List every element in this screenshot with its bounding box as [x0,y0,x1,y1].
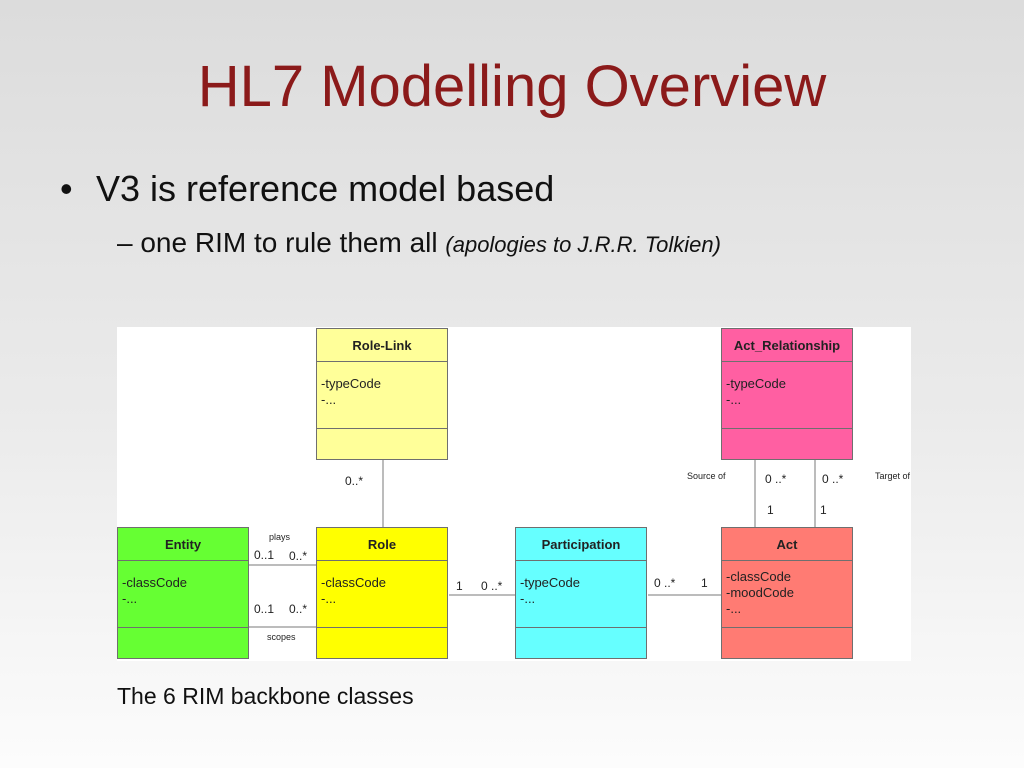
class-attribute: -... [321,392,337,407]
multiplicity-label: 1 [820,503,827,517]
class-name: Act [722,528,852,561]
bullet-sub-note: (apologies to J.R.R. Tolkien) [445,232,721,257]
class-name: Participation [516,528,646,561]
class-attribute: -classCode [726,569,792,584]
association-label-plays: plays [269,532,291,542]
class-name: Role-Link [317,329,447,362]
multiplicity-label: 1 [701,576,708,590]
multiplicity-label: 0 ..* [822,472,844,486]
association-label-scopes: scopes [267,632,296,642]
bullet-marker: • [60,168,73,209]
class-attribute: -typeCode [726,376,786,391]
diagram-caption: The 6 RIM backbone classes [117,683,414,709]
class-attribute: -... [520,591,536,606]
multiplicity-label: 0..1 [254,602,275,616]
multiplicity-label: 0 ..* [654,576,676,590]
multiplicity-label: 0 ..* [765,472,787,486]
class-name: Act_Relationship [722,329,852,362]
class-name: Entity [118,528,248,561]
class-role-link: Role-Link -typeCode -... [316,328,448,460]
class-attribute: -... [726,392,742,407]
class-attribute: -typeCode [520,575,580,590]
class-attribute: -classCode [321,575,387,590]
diagram-connectors [249,460,816,628]
bullet-main-text: V3 is reference model based [96,168,555,209]
association-label-source: Source of [687,471,726,481]
slide-title: HL7 Modelling Overview [197,54,827,119]
class-act: Act -classCode -moodCode -... [721,527,853,659]
class-attribute: -... [726,601,742,616]
class-attribute: -typeCode [321,376,381,391]
class-participation: Participation -typeCode -... [515,527,647,659]
class-attribute: -... [321,591,337,606]
multiplicity-label: 1 [767,503,774,517]
class-attribute: -... [122,591,138,606]
multiplicity-label: 0..* [289,602,308,616]
sub-bullet-marker: – [117,227,133,258]
bullet-sub: – one RIM to rule them all (apologies to… [117,227,721,259]
association-label-target: Target of [875,471,911,481]
class-entity: Entity -classCode -... [117,527,249,659]
bullet-sub-text: one RIM to rule them all [140,227,438,258]
rim-diagram: Role-Link -typeCode -... Act_Relationshi… [117,327,911,661]
multiplicity-label: 0..1 [254,548,275,562]
class-act-relationship: Act_Relationship -typeCode -... [721,328,853,460]
class-role: Role -classCode -... [316,527,448,659]
multiplicity-label: 1 [456,579,463,593]
class-attribute: -moodCode [726,585,794,600]
multiplicity-label: 0 ..* [481,579,503,593]
bullet-main: • V3 is reference model based [60,168,554,210]
class-attribute: -classCode [122,575,188,590]
class-name: Role [317,528,447,561]
multiplicity-label: 0..* [345,474,364,488]
multiplicity-label: 0..* [289,549,308,563]
